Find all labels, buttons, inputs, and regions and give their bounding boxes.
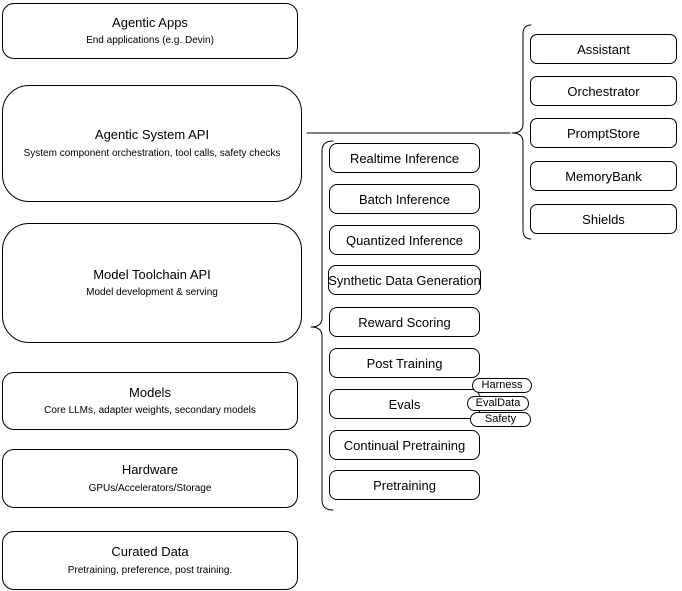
- tag-label: Safety: [484, 413, 517, 425]
- box-hardware: Hardware GPUs/Accelerators/Storage: [2, 449, 298, 508]
- box-label: Orchestrator: [567, 83, 640, 99]
- box-title: Agentic Apps: [112, 14, 188, 30]
- box-label: Post Training: [366, 355, 443, 371]
- tag-safety: Safety: [470, 412, 531, 427]
- box-agentic-apps: Agentic Apps End applications (e.g. Devi…: [2, 3, 298, 59]
- box-synthetic-data-generation: Synthetic Data Generation: [328, 265, 481, 295]
- box-label: Assistant: [577, 41, 630, 57]
- box-quantized-inference: Quantized Inference: [329, 225, 480, 255]
- box-continual-pretraining: Continual Pretraining: [329, 430, 480, 460]
- tag-label: Harness: [481, 379, 523, 391]
- box-orchestrator: Orchestrator: [530, 76, 677, 106]
- box-reward-scoring: Reward Scoring: [329, 307, 480, 337]
- box-subtitle: Model development & serving: [86, 287, 218, 299]
- box-title: Agentic System API: [94, 127, 210, 143]
- box-memorybank: MemoryBank: [530, 161, 677, 191]
- box-label: PromptStore: [567, 125, 640, 141]
- box-model-toolchain-api: Model Toolchain API Model development & …: [2, 223, 302, 343]
- box-batch-inference: Batch Inference: [329, 184, 480, 214]
- box-subtitle: Core LLMs, adapter weights, secondary mo…: [44, 405, 256, 417]
- box-agentic-system-api: Agentic System API System component orch…: [2, 85, 302, 202]
- box-label: Continual Pretraining: [343, 437, 466, 453]
- box-label: Evals: [388, 396, 421, 412]
- box-label: Quantized Inference: [345, 232, 464, 248]
- box-models: Models Core LLMs, adapter weights, secon…: [2, 372, 298, 430]
- box-curated-data: Curated Data Pretraining, preference, po…: [2, 531, 298, 590]
- system-components-brace: [511, 24, 532, 240]
- box-shields: Shields: [530, 204, 677, 234]
- box-title: Models: [129, 384, 171, 400]
- tag-label: EvalData: [475, 397, 521, 409]
- box-title: Hardware: [121, 462, 179, 478]
- box-label: Reward Scoring: [358, 314, 451, 330]
- box-subtitle: GPUs/Accelerators/Storage: [88, 482, 212, 494]
- box-title: Model Toolchain API: [93, 266, 211, 282]
- tag-evaldata: EvalData: [467, 396, 529, 411]
- box-subtitle: System component orchestration, tool cal…: [23, 147, 281, 159]
- tag-harness: Harness: [472, 378, 532, 393]
- box-label: Batch Inference: [358, 191, 451, 207]
- box-title: Curated Data: [111, 544, 189, 560]
- box-subtitle: Pretraining, preference, post training.: [67, 564, 233, 576]
- box-label: MemoryBank: [565, 168, 642, 184]
- box-label: Realtime Inference: [349, 150, 460, 166]
- box-label: Synthetic Data Generation: [328, 272, 481, 288]
- box-assistant: Assistant: [530, 34, 677, 64]
- box-promptstore: PromptStore: [530, 118, 677, 148]
- box-evals: Evals: [329, 389, 480, 419]
- box-realtime-inference: Realtime Inference: [329, 143, 480, 173]
- box-label: Shields: [582, 211, 625, 227]
- box-subtitle: End applications (e.g. Devin): [86, 35, 214, 47]
- box-post-training: Post Training: [329, 348, 480, 378]
- box-label: Pretraining: [373, 477, 436, 493]
- box-pretraining: Pretraining: [329, 470, 480, 500]
